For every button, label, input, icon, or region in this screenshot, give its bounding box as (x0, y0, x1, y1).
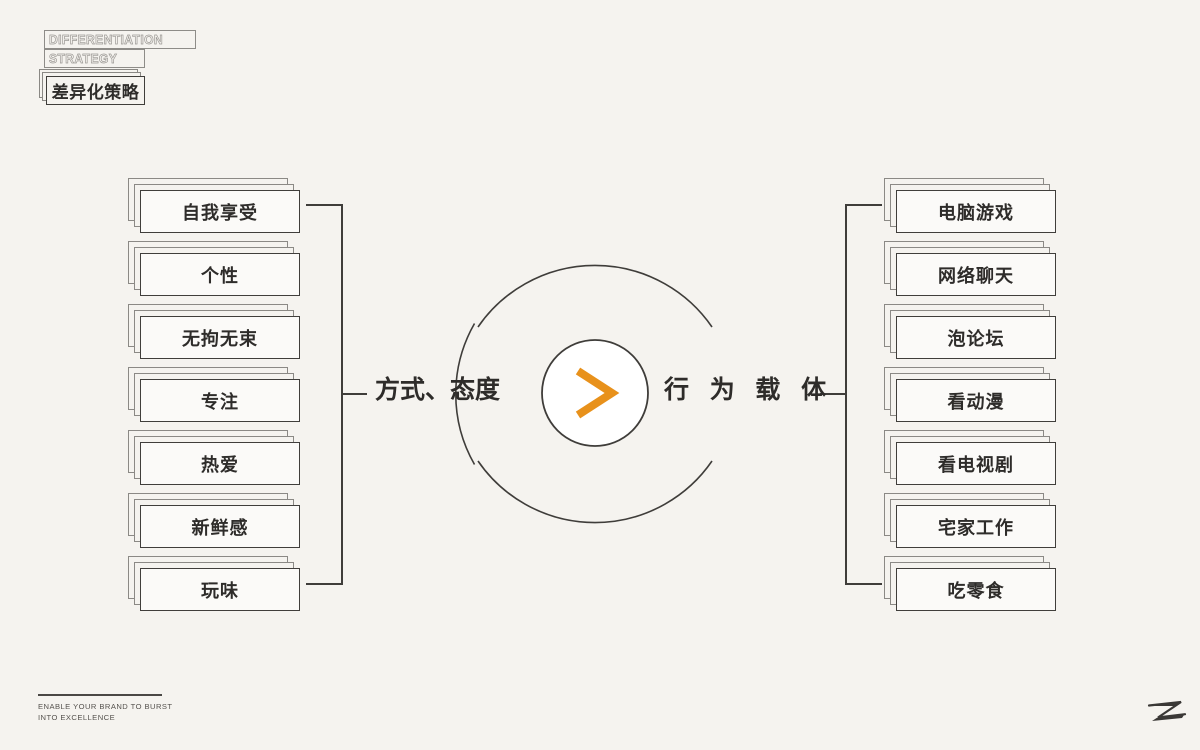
left-bracket-bottom-stub (306, 583, 343, 585)
footer-divider (38, 694, 162, 696)
card-face[interactable]: 泡论坛 (896, 316, 1056, 359)
card-label: 个性 (201, 265, 239, 287)
card-label: 新鲜感 (191, 517, 249, 539)
card-label: 专注 (201, 391, 239, 413)
right_column-item-card[interactable]: 泡论坛 (884, 304, 1056, 360)
card-face[interactable]: 无拘无束 (140, 316, 300, 359)
outer-ring-arc-upper (477, 264, 713, 328)
card-face[interactable]: 热爱 (140, 442, 300, 485)
chevron-right-icon (575, 367, 620, 419)
card-face[interactable]: 玩味 (140, 568, 300, 611)
left-bracket-mid-stub (341, 393, 367, 395)
right-bracket-top-stub (845, 204, 882, 206)
card-label: 宅家工作 (938, 517, 1014, 539)
card-face[interactable]: 宅家工作 (896, 505, 1056, 548)
left_column-item-card[interactable]: 自我享受 (128, 178, 300, 234)
right_column-item-card[interactable]: 看动漫 (884, 367, 1056, 423)
brand-en-line1-box: DIFFERENTIATION (44, 30, 196, 49)
footer-logo-z-mark (1147, 700, 1187, 721)
right_column-item-card[interactable]: 看电视剧 (884, 430, 1056, 486)
card-face[interactable]: 自我享受 (140, 190, 300, 233)
card-face[interactable]: 电脑游戏 (896, 190, 1056, 233)
right-bracket-bottom-stub (845, 583, 882, 585)
card-face[interactable]: 个性 (140, 253, 300, 296)
inner-circle (541, 339, 649, 447)
left_column-item-card[interactable]: 热爱 (128, 430, 300, 486)
footer-tagline: ENABLE YOUR BRAND TO BURST INTO EXCELLEN… (38, 694, 188, 723)
outer-ring-arc-lower (477, 460, 713, 524)
brand-en-line1-text: DIFFERENTIATION (49, 32, 164, 47)
right_column-item-card[interactable]: 网络聊天 (884, 241, 1056, 297)
card-face[interactable]: 看电视剧 (896, 442, 1056, 485)
card-label: 吃零食 (947, 580, 1005, 602)
left_column-item-card[interactable]: 玩味 (128, 556, 300, 612)
left_column-item-card[interactable]: 个性 (128, 241, 300, 297)
card-face[interactable]: 吃零食 (896, 568, 1056, 611)
right_column-item-card[interactable]: 吃零食 (884, 556, 1056, 612)
right_column-item-card[interactable]: 电脑游戏 (884, 178, 1056, 234)
card-face[interactable]: 专注 (140, 379, 300, 422)
left_column-item-card[interactable]: 专注 (128, 367, 300, 423)
left-bracket-connector (306, 198, 367, 594)
brand-mark: DIFFERENTIATION STRATEGY 差异化策略 (26, 26, 246, 106)
card-label: 看电视剧 (938, 454, 1014, 476)
brand-cn-box: 差异化策略 (46, 76, 145, 105)
left_column-item-card[interactable]: 新鲜感 (128, 493, 300, 549)
brand-en-line2-text: STRATEGY (49, 51, 118, 66)
card-label: 看动漫 (947, 391, 1005, 413)
card-label: 电脑游戏 (938, 202, 1014, 224)
card-face[interactable]: 新鲜感 (140, 505, 300, 548)
card-label: 热爱 (201, 454, 239, 476)
card-label: 玩味 (201, 580, 239, 602)
card-label: 自我享受 (182, 202, 258, 224)
right_column-item-card[interactable]: 宅家工作 (884, 493, 1056, 549)
right-bracket-mid-stub (820, 393, 846, 395)
card-label: 泡论坛 (947, 328, 1005, 350)
card-label: 无拘无束 (182, 328, 258, 350)
left-bracket-top-stub (306, 204, 343, 206)
card-label: 网络聊天 (938, 265, 1014, 287)
center-label-right: 行 为 载 体 (664, 375, 833, 404)
right-bracket-connector (820, 198, 886, 594)
footer-tagline-line1: ENABLE YOUR BRAND TO BURST (38, 702, 173, 711)
card-face[interactable]: 看动漫 (896, 379, 1056, 422)
footer-tagline-line2: INTO EXCELLENCE (38, 713, 116, 722)
brand-en-line2-box: STRATEGY (44, 49, 145, 68)
left_column-item-card[interactable]: 无拘无束 (128, 304, 300, 360)
brand-cn-text: 差异化策略 (51, 83, 140, 103)
card-face[interactable]: 网络聊天 (896, 253, 1056, 296)
center-label-left: 方式、态度 (375, 375, 501, 404)
